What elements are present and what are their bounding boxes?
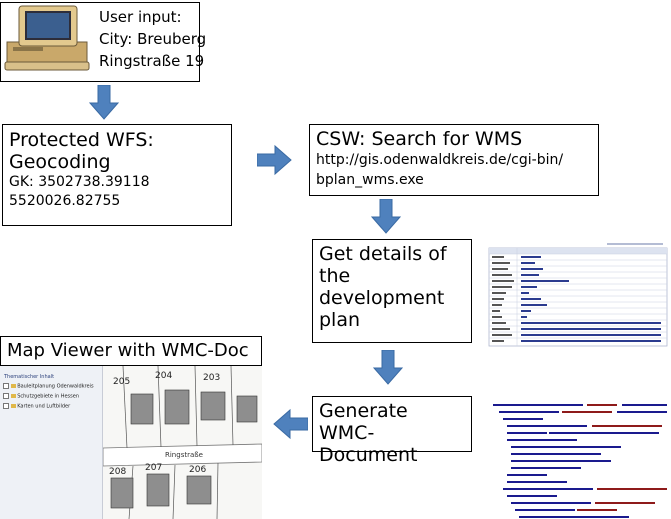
wmc-l2: Document <box>319 444 418 466</box>
folder-icon <box>10 394 16 398</box>
wfs-geocoding-box: Protected WFS: Geocoding GK: 3502738.391… <box>2 124 232 226</box>
layer-label: Bauleitplanung Odenwaldkreis <box>17 383 94 390</box>
wfs-line2: Geocoding <box>9 151 111 173</box>
layer-item[interactable]: Karten und Luftbilder <box>3 403 70 410</box>
csw-title: CSW: Search for WMS <box>316 128 523 150</box>
map-viewer-screenshot: Thematischer Inhalt Bauleitplanung Odenw… <box>0 366 262 519</box>
user-input-text: User input: City: Breuberg Ringstraße 19 <box>99 6 206 72</box>
computer-icon <box>3 2 95 72</box>
parcel-number: 205 <box>113 377 130 387</box>
details-l2: the <box>319 265 351 287</box>
details-box: Get details of the development plan <box>312 239 472 343</box>
map-viewer-title: Map Viewer with WMC-Doc <box>7 340 249 361</box>
map-canvas[interactable]: 205 204 203 208 207 206 Ringstraße <box>102 366 262 519</box>
layer-label: Karten und Luftbilder <box>17 403 71 410</box>
csw-url2: bplan_wms.exe <box>316 172 424 188</box>
parcel-number: 206 <box>189 465 206 475</box>
wmc-l1: Generate WMC- <box>319 400 408 444</box>
details-l3: development <box>319 287 445 309</box>
layer-panel-header: Thematischer Inhalt <box>4 374 55 380</box>
csw-box: CSW: Search for WMS http://gis.odenwaldk… <box>309 124 599 196</box>
wfs-gk1: GK: 3502738.39118 <box>9 174 150 190</box>
generate-wmc-box: Generate WMC- Document <box>312 396 472 466</box>
arrow-right-1 <box>257 144 292 176</box>
checkbox-icon[interactable] <box>3 403 9 409</box>
user-input-title: User input: <box>99 8 182 26</box>
details-l4: plan <box>319 309 361 331</box>
arrow-left-1 <box>273 408 308 440</box>
user-input-street: Ringstraße 19 <box>99 52 205 70</box>
user-input-box <box>0 2 200 82</box>
layer-panel: Thematischer Inhalt Bauleitplanung Odenw… <box>0 366 103 519</box>
parcel-number: 203 <box>203 373 220 383</box>
csw-url1: http://gis.odenwaldkreis.de/cgi-bin/ <box>316 152 564 168</box>
arrow-down-2 <box>370 199 402 234</box>
folder-icon <box>10 384 16 388</box>
metadata-table-thumbnail <box>487 240 671 348</box>
details-l1: Get details of <box>319 243 447 265</box>
arrow-down-3 <box>372 350 404 385</box>
parcel-number: 207 <box>145 463 162 473</box>
layer-label: Schutzgebiete in Hessen <box>17 393 79 400</box>
wmc-xml-thumbnail <box>477 400 671 519</box>
street-label: Ringstraße <box>165 451 203 459</box>
layer-item[interactable]: Bauleitplanung Odenwaldkreis <box>3 383 94 390</box>
user-input-city: City: Breuberg <box>99 30 207 48</box>
checkbox-icon[interactable] <box>3 393 9 399</box>
map-viewer-title-box: Map Viewer with WMC-Doc <box>0 336 262 366</box>
wfs-line1: Protected WFS: <box>9 129 154 151</box>
folder-icon <box>10 404 16 408</box>
parcel-number: 208 <box>109 467 126 477</box>
wfs-gk2: 5520026.82755 <box>9 193 121 209</box>
checkbox-icon[interactable] <box>3 383 9 389</box>
arrow-down-1 <box>88 85 120 120</box>
layer-item[interactable]: Schutzgebiete in Hessen <box>3 393 79 400</box>
parcel-number: 204 <box>155 371 172 381</box>
